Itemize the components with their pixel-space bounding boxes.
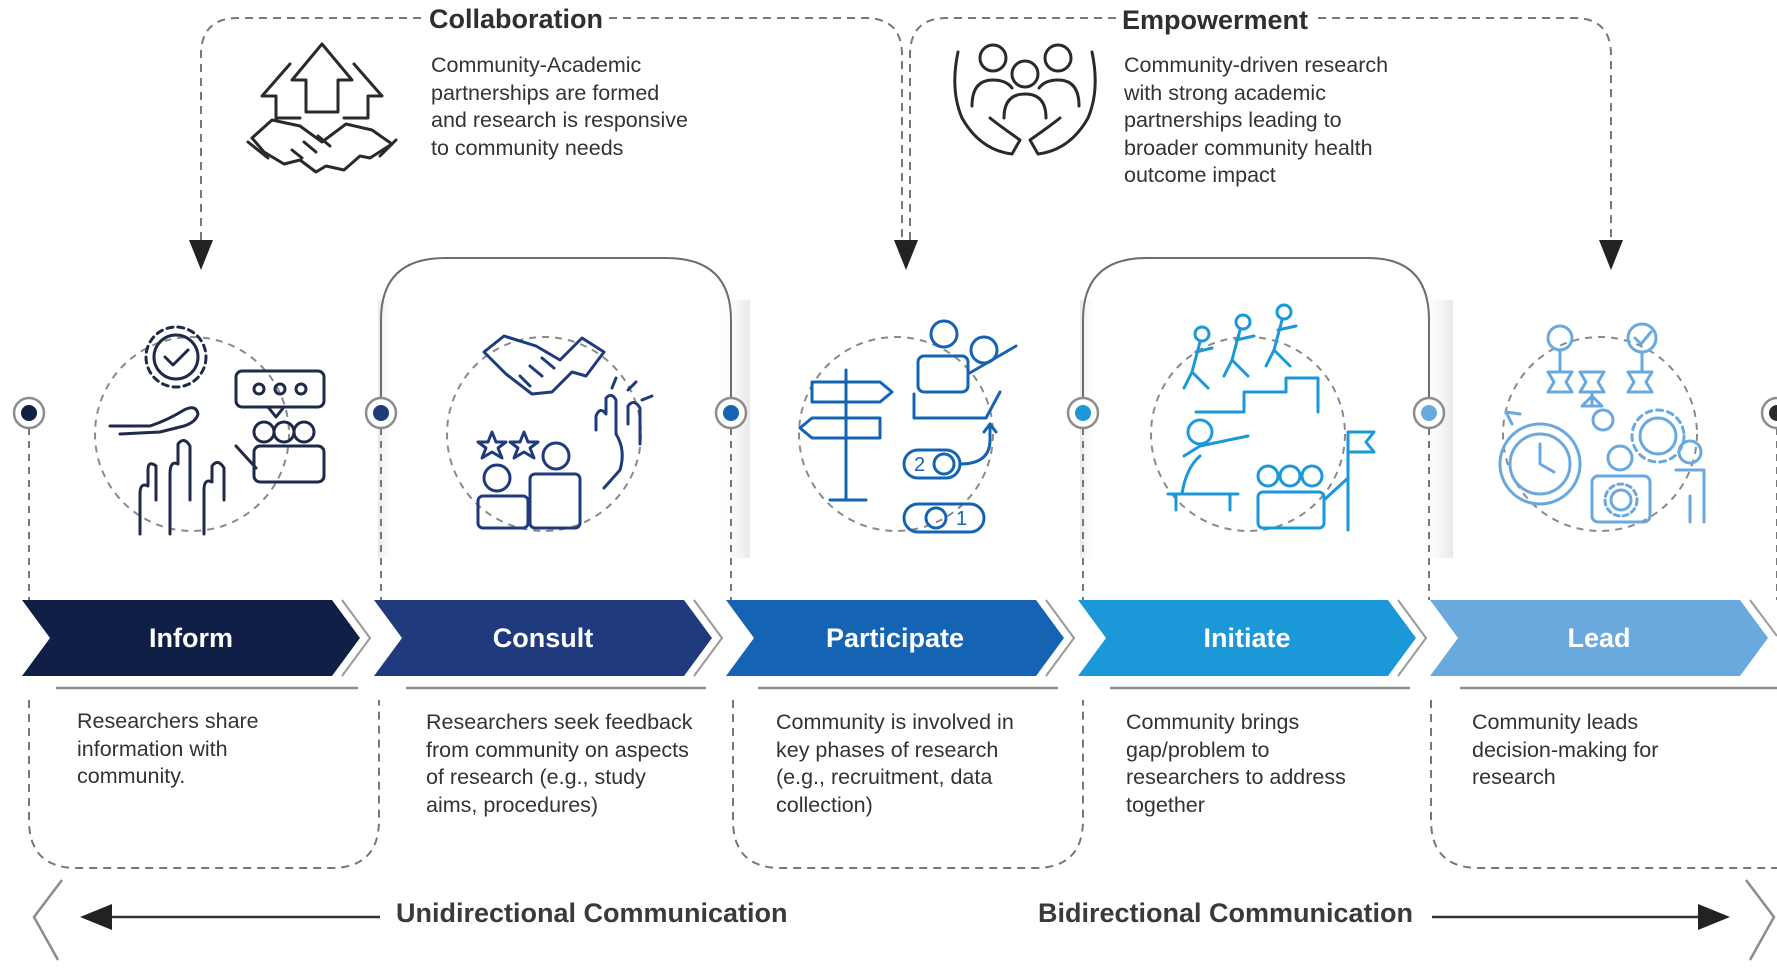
svg-text:2: 2 — [914, 454, 925, 476]
communication-arrow — [32, 879, 1776, 961]
empowerment-description: Community-driven research with strong ac… — [1124, 53, 1389, 187]
chevron-inform — [22, 600, 360, 676]
initiate-panel-outline — [1082, 257, 1430, 415]
bidirectional-communication-label: Bidirectional Communication — [1032, 895, 1420, 931]
handshake-meeting-icon — [476, 334, 654, 530]
hands-raised-feedback-icon — [108, 325, 326, 536]
collaboration-description: Community-Academic partnerships are form… — [431, 53, 688, 160]
stage-description-consult: Researchers seek feedback from community… — [426, 710, 693, 817]
stage-label-lead: Lead — [1567, 623, 1631, 653]
stage-label-initiate: Initiate — [1203, 623, 1291, 653]
empowerment-heading: Empowerment — [1116, 3, 1315, 37]
stage-description-inform: Researchers share information with commu… — [77, 709, 259, 788]
decision-gears-icon — [1498, 322, 1706, 524]
consult-panel-outline — [380, 257, 732, 415]
stage-label-inform: Inform — [149, 623, 233, 653]
collaboration-heading: Collaboration — [423, 2, 609, 36]
hands-holding-people-icon — [953, 43, 1097, 156]
climbing-team-icon — [1166, 303, 1376, 532]
unidirectional-communication-label: Unidirectional Communication — [390, 895, 794, 931]
handshake-arrows-icon — [246, 42, 398, 174]
stage-description-lead: Community leads decision-making for rese… — [1472, 710, 1659, 789]
chevron-initiate — [1078, 600, 1416, 676]
chevron-lead — [1430, 600, 1768, 676]
stage-description-participate: Community is involved in key phases of r… — [776, 710, 1014, 817]
signpost-steps-icon: 2 1 — [798, 319, 1018, 534]
chevron-consult — [374, 600, 712, 676]
stage-description-initiate: Community brings gap/problem to research… — [1126, 710, 1346, 817]
svg-text:1: 1 — [956, 508, 967, 530]
stage-label-participate: Participate — [825, 623, 965, 653]
stage-label-consult: Consult — [492, 623, 594, 653]
connector-dots — [12, 396, 1777, 430]
chevron-participate — [726, 600, 1064, 676]
stage-chevrons — [22, 599, 1777, 677]
